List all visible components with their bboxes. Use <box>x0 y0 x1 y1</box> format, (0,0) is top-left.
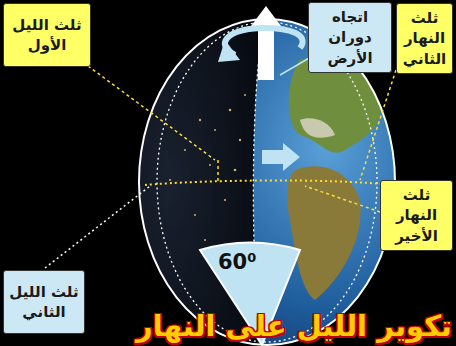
callout-text: ثلث الليل الثاني <box>7 282 81 323</box>
callout-box: اتجاه دوران الأرض <box>308 2 392 73</box>
callout-box: ثلث النهار الثاني <box>396 3 453 74</box>
callout-box: ثلث الليل الثاني <box>3 270 85 334</box>
callout-box: ثلث النهار الأخير <box>380 180 453 251</box>
callout-text: ثلث النهار الثاني <box>400 8 449 69</box>
diagram-title: تكوير الليل على النهار <box>136 309 452 343</box>
angle-label: 60⁰ <box>218 250 256 274</box>
callout-box: ثلث الليل الأول <box>3 3 91 67</box>
callout-text: اتجاه دوران الأرض <box>312 7 388 68</box>
callout-text: ثلث الليل الأول <box>7 15 87 56</box>
callout-text: ثلث النهار الأخير <box>384 185 449 246</box>
